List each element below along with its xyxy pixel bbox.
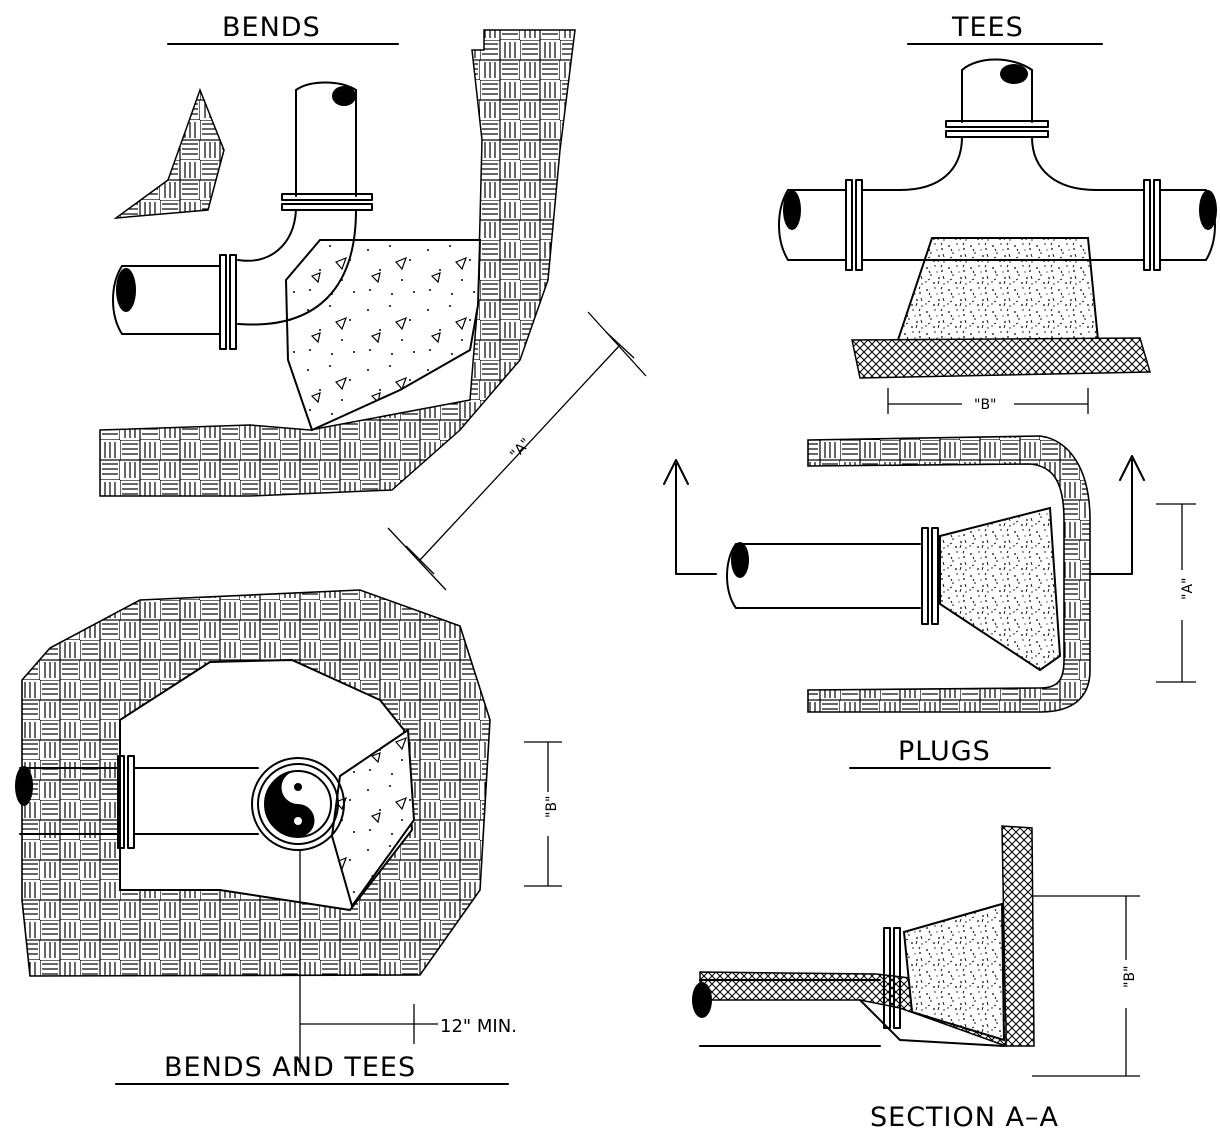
plan-dimension-b-label: "B" <box>544 796 560 818</box>
bends-and-tees-view: 12" MIN. "B" BENDS AND TEES <box>15 589 562 1085</box>
section-dimension-b: "B" <box>1032 895 1140 1077</box>
plan-tee-opening <box>265 771 315 837</box>
bends-and-tees-title: BENDS AND TEES <box>164 1052 416 1083</box>
plan-pipe <box>19 767 119 835</box>
section-pipe <box>699 979 881 1047</box>
plugs-concrete-block <box>939 506 1062 672</box>
bends-elbow <box>237 209 357 326</box>
plugs-dimension-a-label: "A" <box>1180 578 1196 600</box>
section-concrete-block <box>902 902 1006 1042</box>
section-arrow-right <box>1089 455 1145 575</box>
bends-horizontal-pipe <box>121 265 221 335</box>
section-a-a-view: "B" SECTION A–A <box>692 825 1140 1133</box>
plan-tee-outer-ring <box>251 757 345 851</box>
bends-flange-horizontal <box>219 254 227 350</box>
pipe-cut-end <box>332 86 356 106</box>
tees-concrete-block <box>896 237 1100 341</box>
plugs-pipe <box>735 543 921 609</box>
section-dimension-b-label: "B" <box>1122 966 1138 988</box>
plugs-dimension-a: "A" <box>1156 503 1196 683</box>
plugs-view: "A" PLUGS <box>663 435 1196 769</box>
plan-dimension-b: "B" <box>524 741 562 887</box>
tees-dimension-b: "B" <box>887 388 1089 414</box>
bends-concrete-block <box>284 239 482 432</box>
section-wall-earth <box>1001 825 1035 1047</box>
plan-dimension-12-min-label: 12" MIN. <box>440 1016 517 1037</box>
plan-dimension-12-min: 12" MIN. <box>299 850 517 1072</box>
bends-flange <box>281 193 373 201</box>
plugs-title: PLUGS <box>898 736 991 767</box>
section-arrow-left <box>663 459 717 575</box>
tees-title: TEES <box>951 12 1024 43</box>
bends-earth-fragment <box>113 87 225 219</box>
bends-view: BENDS "A" <box>99 12 647 591</box>
tees-earth <box>851 337 1151 379</box>
tees-view: TEES "B" <box>778 12 1217 414</box>
plugs-undisturbed-earth <box>807 435 1091 713</box>
section-title: SECTION A–A <box>870 1102 1059 1133</box>
tees-dimension-b-label: "B" <box>974 397 996 413</box>
bends-title: BENDS <box>222 12 321 43</box>
plan-concrete-block <box>330 728 416 909</box>
tees-flange-top <box>945 120 1049 128</box>
dimension-a-label: "A" <box>507 435 534 462</box>
bends-vertical-pipe <box>295 89 357 197</box>
